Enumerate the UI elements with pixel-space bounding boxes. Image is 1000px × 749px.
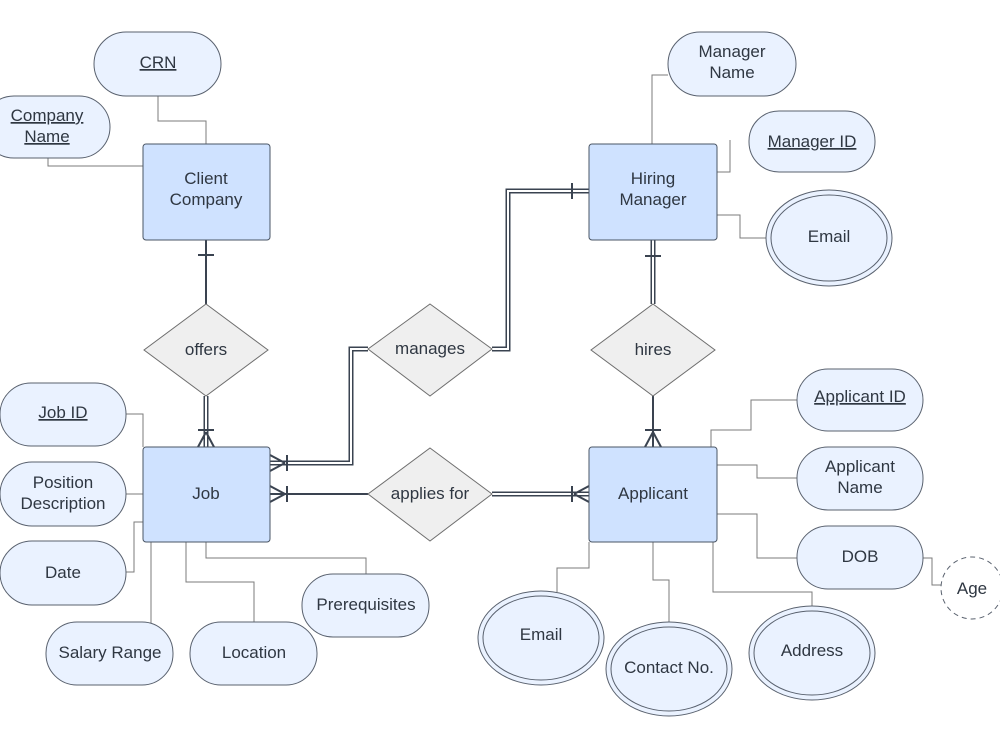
relationship-offers[interactable]: offers	[143, 303, 269, 397]
attribute-position-description-line-1: Position	[33, 473, 93, 492]
attribute-address[interactable]: Address	[748, 605, 876, 701]
attribute-dob-label: DOB	[842, 547, 879, 566]
relationship-hires[interactable]: hires	[590, 303, 716, 397]
attribute-connectors	[47, 74, 941, 631]
attribute-position-description-line-2: Description	[20, 494, 105, 513]
entity-job-label: Job	[192, 484, 219, 503]
entity-applicant-label: Applicant	[618, 484, 688, 503]
relationship-manages-label: manages	[395, 339, 465, 358]
entity-hiring-manager[interactable]: Hiring Manager	[588, 143, 718, 241]
attribute-applicant-email[interactable]: Email	[477, 590, 605, 686]
attribute-age[interactable]: Age	[940, 556, 1000, 620]
attribute-location-label: Location	[222, 643, 286, 662]
relationship-hires-label: hires	[635, 340, 672, 359]
attribute-location[interactable]: Location	[189, 621, 318, 686]
entity-applicant[interactable]: Applicant	[588, 446, 718, 543]
attribute-prerequisites-label: Prerequisites	[316, 595, 415, 614]
attribute-manager-name[interactable]: Manager Name	[667, 31, 797, 97]
attribute-salary-range-label: Salary Range	[58, 643, 161, 662]
attribute-manager-id-label: Manager ID	[768, 132, 857, 151]
attribute-manager-email[interactable]: Email	[765, 189, 893, 287]
attribute-applicant-email-label: Email	[520, 625, 563, 644]
relationship-applies-for[interactable]: applies for	[367, 447, 493, 542]
entity-job[interactable]: Job	[142, 446, 271, 543]
relationship-manages[interactable]: manages	[367, 303, 493, 397]
relationship-applies-for-label: applies for	[391, 484, 470, 503]
attribute-manager-email-label: Email	[808, 227, 851, 246]
attribute-company-name[interactable]: Company Name	[0, 95, 111, 159]
attribute-manager-name-line-2: Name	[709, 63, 754, 82]
entity-hiring-manager-line-2: Manager	[619, 190, 686, 209]
attribute-applicant-id-label: Applicant ID	[814, 387, 906, 406]
attribute-position-description[interactable]: Position Description	[0, 461, 127, 527]
attribute-job-id[interactable]: Job ID	[0, 382, 127, 447]
entity-client-company[interactable]: Client Company	[142, 143, 271, 241]
attribute-applicant-id[interactable]: Applicant ID	[796, 368, 924, 432]
relationship-offers-label: offers	[185, 340, 227, 359]
attribute-applicant-name[interactable]: Applicant Name	[796, 446, 924, 511]
attribute-crn-label: CRN	[140, 53, 177, 72]
entity-client-company-line-2: Company	[170, 190, 243, 209]
attribute-applicant-name-line-2: Name	[837, 478, 882, 497]
attribute-date-label: Date	[45, 563, 81, 582]
attribute-date[interactable]: Date	[0, 540, 127, 606]
attribute-company-name-line-1: Company	[11, 106, 84, 125]
attribute-address-label: Address	[781, 641, 843, 660]
attribute-contact-no[interactable]: Contact No.	[605, 621, 733, 717]
attribute-contact-no-label: Contact No.	[624, 658, 714, 677]
attribute-applicant-name-line-1: Applicant	[825, 457, 895, 476]
entity-client-company-line-1: Client	[184, 169, 228, 188]
attribute-job-id-label: Job ID	[38, 403, 87, 422]
attribute-prerequisites[interactable]: Prerequisites	[301, 573, 430, 638]
attribute-salary-range[interactable]: Salary Range	[45, 621, 174, 686]
attribute-company-name-line-2: Name	[24, 127, 69, 146]
attribute-age-label: Age	[957, 579, 987, 598]
entity-hiring-manager-line-1: Hiring	[631, 169, 675, 188]
attribute-dob[interactable]: DOB	[796, 525, 924, 590]
relationship-connectors	[197, 183, 662, 503]
attribute-manager-id[interactable]: Manager ID	[748, 110, 876, 173]
attribute-manager-name-line-1: Manager	[698, 42, 765, 61]
attribute-crn[interactable]: CRN	[93, 31, 222, 97]
